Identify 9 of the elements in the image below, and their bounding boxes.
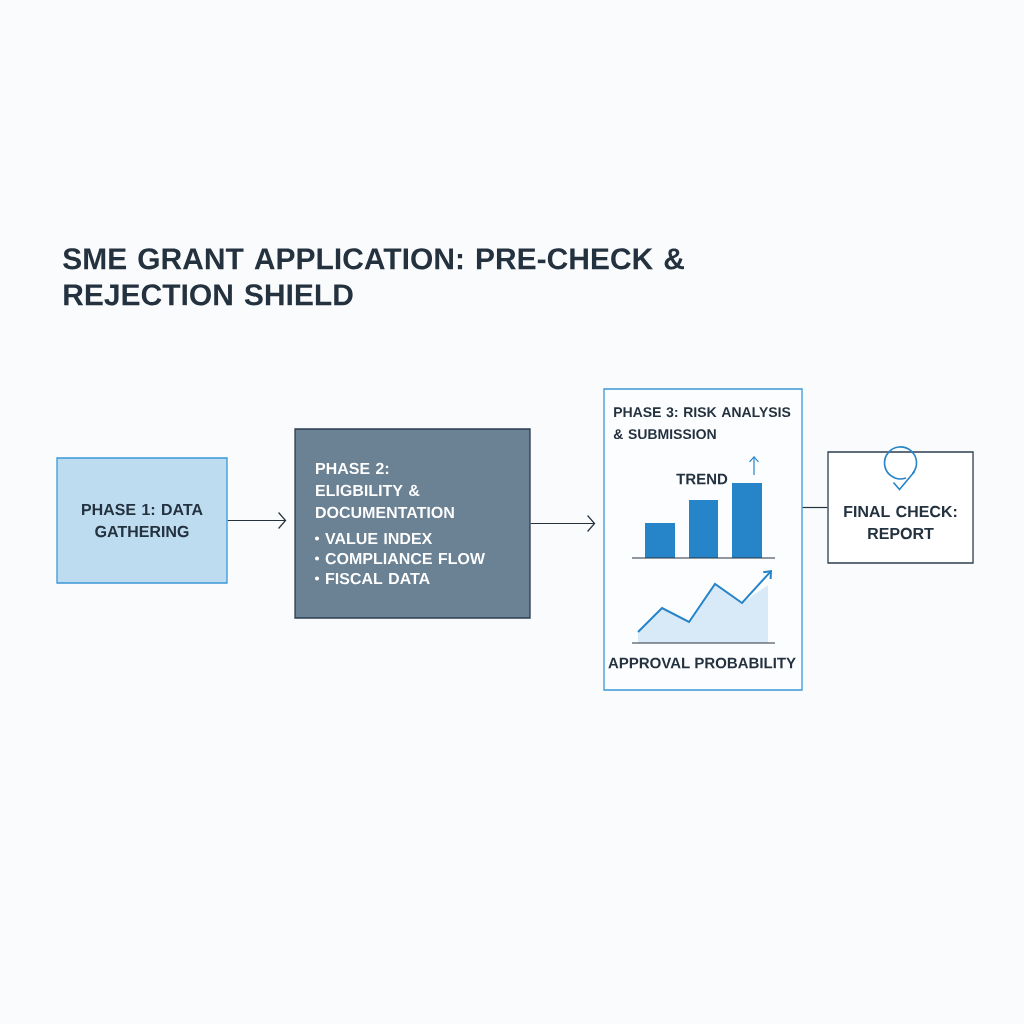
process-box: PHASE 2: ELIGBILITY & DOCUMENTATION VALUE INDEX COMPLIANCE FLOW FISCAL DATA — [294, 428, 531, 619]
output-box: FINAL CHECK: REPORT — [827, 451, 974, 564]
chart-label: APPROVAL PROBABILITY — [608, 657, 796, 669]
arrow — [530, 514, 596, 533]
arrow — [227, 511, 287, 530]
process-box: PHASE 1: DATA GATHERING — [56, 457, 228, 584]
chart-label: TREND — [676, 473, 728, 485]
title: SME GRANT APPLICATION: PRE-CHECK & REJECTION SHIELD — [63, 248, 684, 306]
panel-heading: PHASE 3: RISK ANALYSIS & SUBMISSION — [613, 407, 791, 440]
